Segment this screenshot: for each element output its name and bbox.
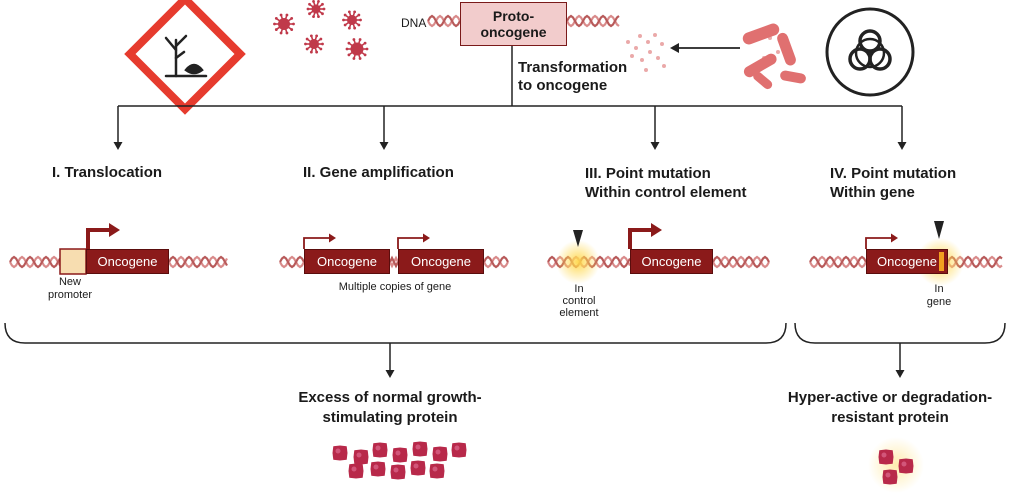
- oncogene-label: Oncogene: [877, 254, 937, 269]
- mechanism-3-title-line2: Within control element: [585, 184, 747, 201]
- outcome-1-line2: stimulating protein: [322, 409, 458, 426]
- mechanism-3-title: III. Point mutation Within control eleme…: [585, 164, 747, 202]
- bacteria-icon: [626, 23, 806, 90]
- protein-icon: [348, 463, 364, 479]
- promoter-arrow-icon: [651, 223, 662, 237]
- note-line: New: [58, 276, 81, 288]
- dna-strand: [712, 255, 770, 269]
- virus-icon: [306, 0, 326, 19]
- note-multiple-copies: Multiple copies of gene: [338, 281, 452, 293]
- mechanism-control-mutation: [556, 223, 662, 284]
- virus-icon: [342, 10, 362, 30]
- promoter-arrow-icon: [423, 233, 430, 243]
- mechanism-amplification: [303, 233, 430, 249]
- protein-icon: [392, 447, 408, 463]
- mutation-glow: [556, 240, 600, 284]
- mechanism-1-title: I. Translocation: [52, 164, 163, 181]
- protein-icon: [410, 460, 426, 476]
- virus-icon: [304, 34, 324, 54]
- dna-strand-top: [427, 14, 620, 28]
- protein-icon: [451, 442, 467, 458]
- dna-strand: [566, 14, 620, 28]
- branch-lines: [117, 46, 903, 144]
- dna-strand: [279, 255, 305, 269]
- protein-icon: [878, 449, 894, 465]
- virus-icon: [345, 38, 369, 60]
- transformation-line1: Transformation: [518, 59, 628, 76]
- mechanism-2-title: II. Gene amplification: [303, 164, 454, 181]
- mechanism-4-title-line2: Within gene: [830, 184, 915, 201]
- protein-icon: [429, 463, 445, 479]
- proto-oncogene-line1: Proto-: [492, 8, 535, 24]
- protein-icon: [432, 446, 448, 462]
- dna-strand: [168, 255, 228, 269]
- dna-strand: [566, 14, 620, 28]
- mechanism-translocation: [59, 223, 120, 275]
- outcome-brackets: [4, 322, 1006, 372]
- protein-icon: [882, 469, 898, 485]
- virus-icon: [273, 0, 369, 60]
- dna-strand: [712, 255, 770, 269]
- mechanism-3-title-line1: III. Point mutation: [585, 165, 711, 182]
- protein-icon: [898, 458, 914, 474]
- note-line: gene: [926, 296, 952, 308]
- outcome-2-line1: Hyper-active or degradation-: [787, 389, 993, 406]
- protein-glow: [868, 437, 924, 493]
- proto-oncogene-line2: oncogene: [480, 24, 547, 40]
- outcome-1-line1: Excess of normal growth-: [298, 389, 482, 406]
- dna-strand: [427, 14, 461, 28]
- proto-oncogene-box: Proto- oncogene: [460, 2, 567, 46]
- dna-strand: [389, 255, 399, 269]
- protein-icon: [390, 464, 406, 480]
- oncogene-box: Oncogene: [304, 249, 390, 274]
- outcome-1-label: Excess of normal growth- stimulating pro…: [255, 388, 525, 428]
- outcome-2-line2: resistant protein: [831, 409, 949, 426]
- protein-icon: [370, 461, 386, 477]
- note-line: In: [574, 283, 584, 295]
- promoter-arrow-icon: [109, 223, 120, 237]
- note-in-gene: In gene: [919, 283, 959, 309]
- dna-strand: [9, 255, 61, 269]
- oncogene-box: Oncogene: [398, 249, 484, 274]
- virus-icon: [273, 13, 295, 35]
- transformation-label: Transformation to oncogene: [518, 59, 627, 95]
- note-new-promoter: New promoter: [42, 276, 98, 302]
- mutation-marker-icon: [573, 230, 583, 247]
- mechanism-4-title-line1: IV. Point mutation: [830, 165, 957, 182]
- outcome-2-label: Hyper-active or degradation- resistant p…: [770, 388, 1010, 428]
- mutation-marker-icon: [934, 221, 944, 239]
- oncogene-box: Oncogene: [86, 249, 169, 274]
- protein-icon: [353, 449, 369, 465]
- promoter-arrow-icon: [329, 233, 336, 243]
- dna-strand: [483, 255, 509, 269]
- protein-icon: [332, 441, 914, 485]
- protein-icon: [332, 445, 348, 461]
- dna-strand: [809, 255, 867, 269]
- dna-strand: [279, 255, 305, 269]
- protein-icon: [412, 441, 428, 457]
- mutation-site: [939, 252, 944, 271]
- note-line: control: [562, 295, 596, 307]
- promoter-arrow-icon: [891, 233, 898, 243]
- protein-icon: [372, 442, 388, 458]
- environmental-hazard-icon: [124, 0, 246, 115]
- note-line: element: [559, 307, 599, 319]
- oncogene-box: Oncogene: [630, 249, 713, 274]
- dna-strand: [483, 255, 509, 269]
- mechanism-4-title: IV. Point mutation Within gene: [830, 164, 956, 202]
- dna-label: DNA: [401, 16, 427, 30]
- oncogene-box: Oncogene: [866, 249, 948, 274]
- transformation-line2: to oncogene: [518, 77, 608, 94]
- dna-strand: [809, 255, 867, 269]
- new-promoter-box: [59, 248, 87, 275]
- note-line: promoter: [47, 289, 93, 301]
- note-in-control-element: In control element: [552, 283, 606, 319]
- note-line: In: [934, 283, 944, 295]
- biohazard-icon: [825, 7, 915, 97]
